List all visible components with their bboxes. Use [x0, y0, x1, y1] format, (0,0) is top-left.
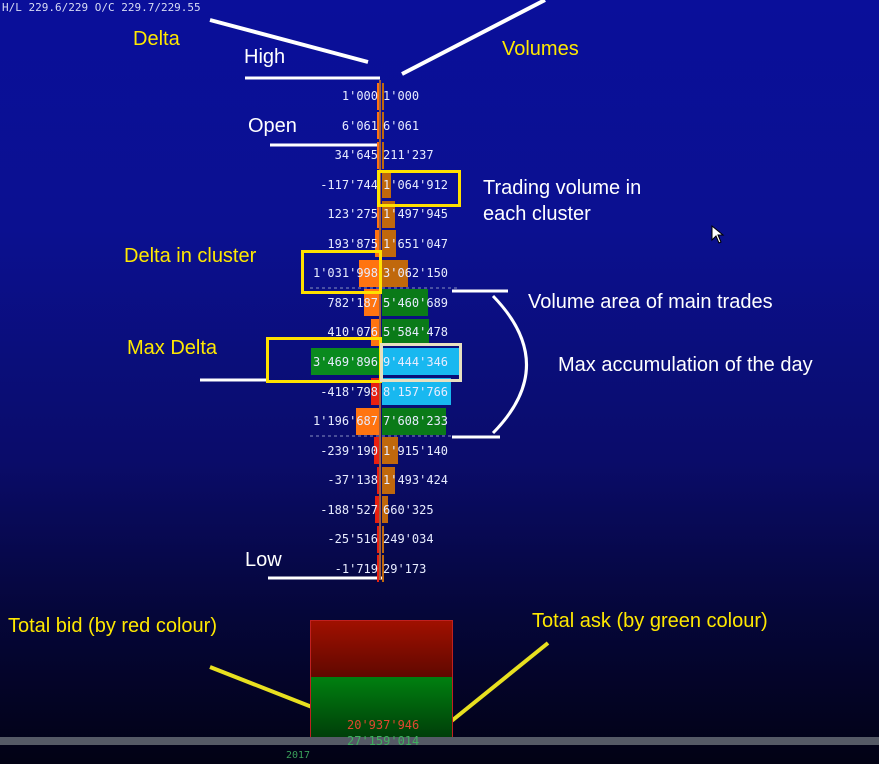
volume-bar: [382, 289, 429, 317]
volume-value: 249'034: [383, 532, 434, 547]
volume-bar: [382, 200, 395, 228]
delta-value: 123'275: [327, 207, 378, 222]
label-max-accumulation: Max accumulation of the day: [558, 354, 813, 376]
horizontal-scrollbar[interactable]: [0, 737, 879, 745]
label-volume-area: Volume area of main trades: [528, 291, 773, 313]
volume-value: 29'173: [383, 561, 427, 576]
delta-value: -37'138: [327, 473, 378, 488]
volume-value: 5'584'478: [383, 325, 449, 340]
delta-value: 193'875: [327, 236, 378, 251]
delta-value: 3'469'896: [312, 354, 378, 369]
volume-bar: [382, 466, 395, 494]
ohlc-info: H/L 229.6/229 O/C 229.7/229.55: [2, 1, 201, 14]
delta-bar: [377, 82, 379, 110]
label-trading-volume-2: each cluster: [483, 203, 591, 225]
label-total-bid: Total bid (by red colour): [8, 615, 217, 637]
volume-value: 6'061: [383, 118, 420, 133]
volume-bar: [382, 378, 452, 405]
delta-value: 1'196'687: [312, 414, 378, 429]
delta-value: -418'798: [320, 384, 378, 399]
label-low: Low: [245, 549, 282, 571]
volume-bar: [382, 259, 408, 287]
delta-value: -188'527: [320, 502, 378, 517]
volume-value: 5'460'689: [383, 295, 449, 310]
volume-value: 3'062'150: [383, 266, 449, 281]
delta-bar: [375, 496, 379, 524]
label-max-delta: Max Delta: [127, 337, 218, 359]
delta-bar: [363, 289, 379, 317]
label-volumes: Volumes: [502, 38, 579, 60]
volume-bar: [382, 407, 447, 435]
max-delta-box: [266, 337, 382, 383]
volume-bar: [382, 141, 384, 169]
max-volume-box: [380, 343, 462, 382]
volume-bar: [382, 171, 392, 199]
delta-bar: [358, 259, 379, 287]
delta-value: 410'076: [327, 325, 378, 340]
delta-bar: [377, 555, 379, 583]
delta-value: 6'061: [341, 118, 378, 133]
delta-bar: [377, 466, 379, 494]
volume-bar: [382, 318, 430, 346]
volume-bar: [382, 348, 462, 376]
label-high: High: [244, 46, 286, 68]
volume-value: 8'157'766: [383, 384, 449, 399]
delta-bar: [376, 200, 379, 228]
delta-bar: [370, 378, 379, 405]
volume-value: 660'325: [383, 502, 434, 517]
delta-value: -239'190: [320, 443, 378, 458]
delta-value: 34'645: [334, 148, 378, 163]
total-ask-bar: [311, 677, 452, 741]
label-trading-volume: Trading volume in: [483, 177, 642, 199]
totals-bar: [310, 620, 453, 741]
delta-pointer-line: [209, 18, 369, 64]
delta-value: -117'744: [320, 177, 378, 192]
delta-value: 1'000: [341, 89, 378, 103]
volume-value: 211'237: [383, 148, 434, 163]
delta-value: 1'031'998: [312, 266, 378, 281]
volume-value: 1'915'140: [383, 443, 449, 458]
volume-value: 9'444'346: [383, 354, 449, 369]
volume-value: 1'493'424: [383, 473, 449, 488]
label-open: Open: [248, 115, 297, 137]
delta-bar: [374, 437, 379, 465]
volume-value: 7'608'233: [383, 414, 449, 429]
total-ask-value: 27'159'014: [347, 734, 420, 748]
delta-bar: [377, 525, 379, 553]
label-total-ask: Total ask (by green colour): [532, 610, 768, 632]
delta-bar: [375, 230, 379, 258]
delta-bar: [377, 112, 379, 140]
volume-value: 1'064'912: [383, 177, 449, 192]
volume-value: 1'000: [383, 89, 420, 103]
volume-bar: [382, 555, 384, 583]
axis-year: 2017: [286, 750, 311, 761]
delta-value: -25'516: [327, 532, 378, 547]
label-delta: Delta: [133, 28, 180, 50]
volume-value: 1'497'945: [383, 207, 449, 222]
cursor-icon: [711, 224, 725, 244]
delta-bar: [311, 348, 379, 376]
volume-bar: [382, 82, 384, 110]
volume-bar: [382, 230, 396, 258]
delta-bar: [355, 407, 379, 435]
total-bid-value: 20'937'946: [347, 718, 420, 732]
volumes-pointer-line: [401, 0, 546, 76]
volume-bar: [382, 437, 399, 465]
volume-bar: [382, 112, 384, 140]
delta-bar: [370, 318, 379, 346]
volume-bar: [382, 525, 385, 553]
label-delta-in-cluster: Delta in cluster: [124, 245, 257, 267]
delta-bar: [377, 141, 379, 169]
volume-value: 1'651'047: [383, 236, 449, 251]
delta-value: 782'187: [327, 295, 378, 310]
total-bid-bar: [311, 621, 452, 677]
delta-value: -1'719: [334, 561, 378, 576]
delta-cluster-box: [301, 250, 382, 294]
volume-bar: [382, 496, 388, 524]
volume-highlight-box: [377, 170, 461, 207]
max-accumulation-brace: [491, 294, 528, 435]
